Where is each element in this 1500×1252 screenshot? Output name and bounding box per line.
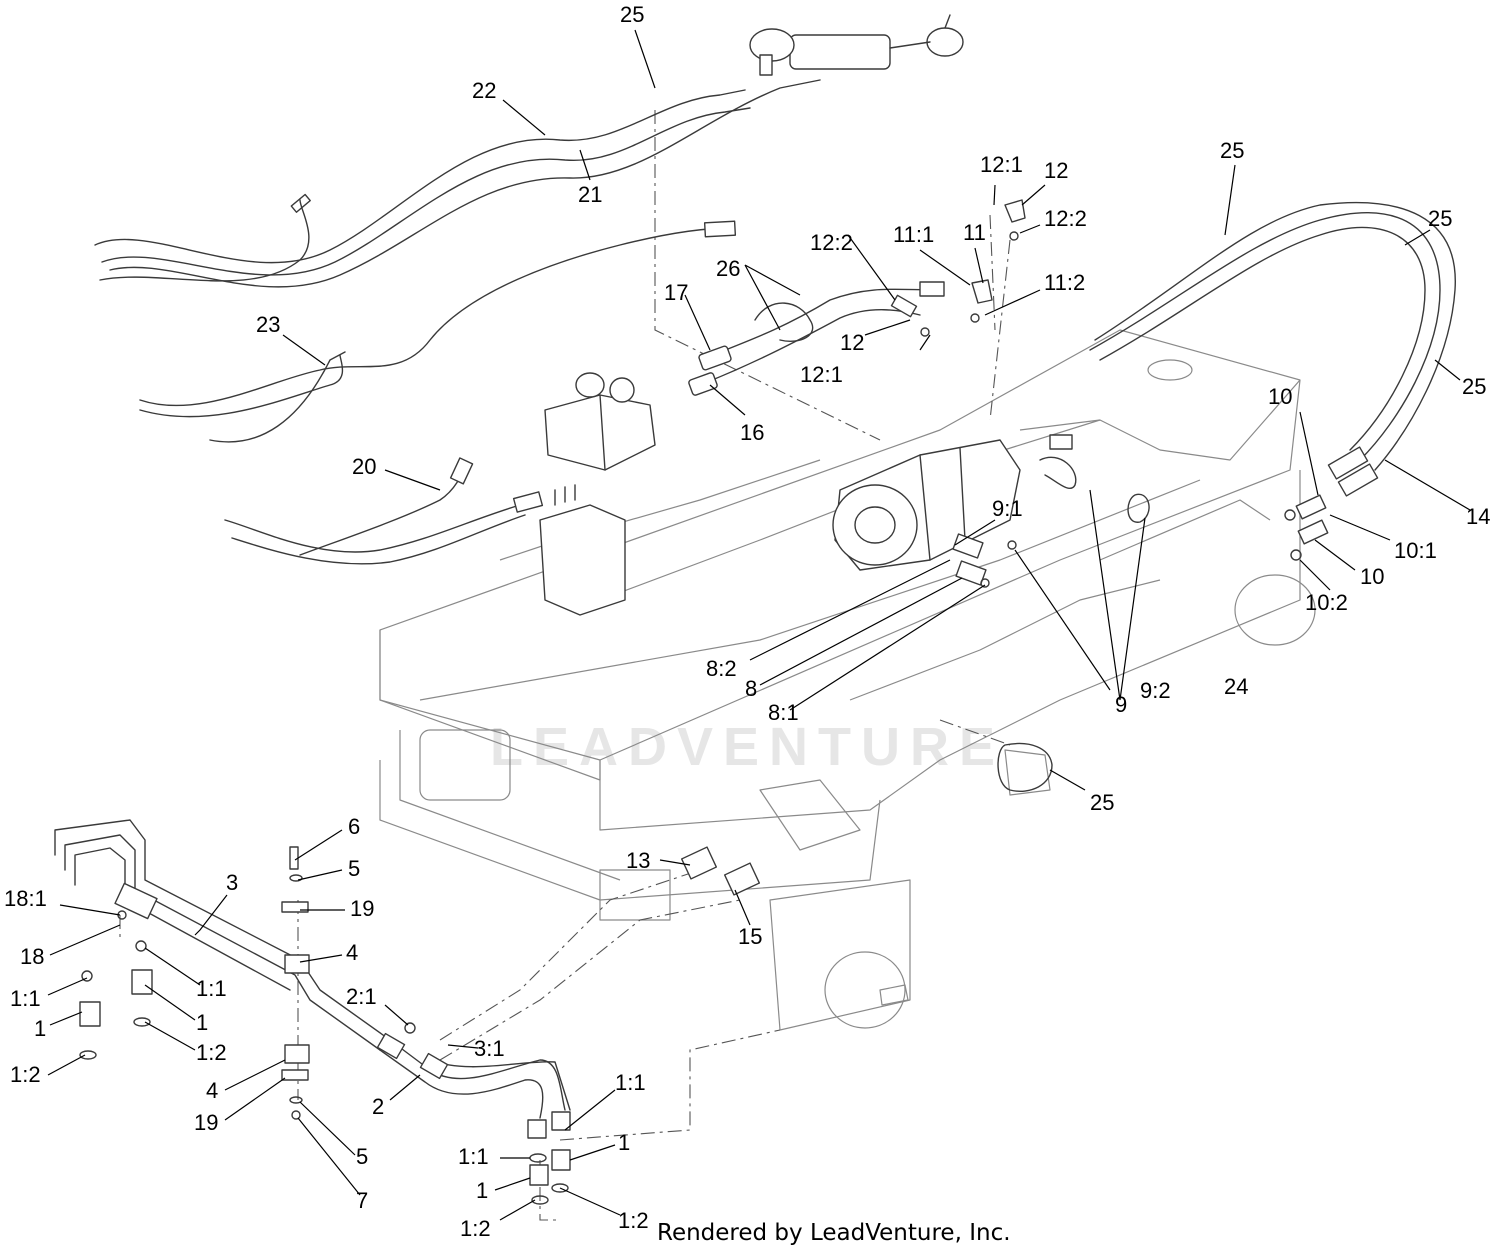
- reference-lines: [119, 110, 1011, 1221]
- fittings-13-15: [680, 846, 761, 896]
- callout-13: 13: [626, 848, 650, 873]
- callout-8: 8: [745, 676, 757, 701]
- callout-12: 12: [1044, 158, 1068, 183]
- callout-25: 25: [620, 2, 644, 27]
- callout-1-2: 1:2: [10, 1062, 41, 1087]
- control-valve: [539, 372, 656, 616]
- callout-4: 4: [206, 1078, 218, 1103]
- callout-1: 1: [196, 1010, 208, 1035]
- callout-23: 23: [256, 312, 280, 337]
- callout-19: 19: [350, 896, 374, 921]
- callout-8-1: 8:1: [768, 700, 799, 725]
- callout-12-2: 12:2: [1044, 206, 1087, 231]
- callout-15: 15: [738, 924, 762, 949]
- hose-23: [139, 220, 737, 443]
- callout-2-1: 2:1: [346, 984, 377, 1009]
- callout-16: 16: [740, 420, 764, 445]
- steering-cylinder: [749, 14, 964, 76]
- rendered-by-footer: Rendered by LeadVenture, Inc.: [657, 1220, 1011, 1246]
- callout-1-1: 1:1: [196, 976, 227, 1001]
- callout-11-2: 11:2: [1044, 270, 1085, 295]
- hose-22: [94, 89, 751, 276]
- callout-labels: 25 22 21 23 20 17 16 26 12:2 12 12:1 11:…: [4, 2, 1490, 1241]
- callout-1-2: 1:2: [196, 1040, 227, 1065]
- callout-3-1: 3:1: [474, 1036, 505, 1061]
- callout-9-2: 9:2: [1140, 678, 1171, 703]
- leader-lines: [47, 29, 1471, 1221]
- callout-26: 26: [716, 256, 740, 281]
- callout-11-1: 11:1: [893, 222, 934, 247]
- hose-20: [224, 457, 544, 565]
- callout-1: 1: [618, 1130, 630, 1155]
- callout-8-2: 8:2: [706, 656, 737, 681]
- callout-1-1: 1:1: [615, 1070, 646, 1095]
- callout-14: 14: [1466, 504, 1490, 529]
- callout-1: 1: [34, 1016, 46, 1041]
- callout-10-2: 10:2: [1305, 590, 1348, 615]
- callout-12-1: 12:1: [980, 152, 1023, 177]
- callout-1-2: 1:2: [460, 1216, 491, 1241]
- callout-24: 24: [1224, 674, 1248, 699]
- callout-20: 20: [352, 454, 376, 479]
- callout-4: 4: [346, 940, 358, 965]
- callout-17: 17: [664, 280, 688, 305]
- callout-9-1: 9:1: [992, 496, 1023, 521]
- callout-10-1: 10:1: [1394, 538, 1437, 563]
- elbow-fittings: [890, 199, 1026, 337]
- callout-18-1: 18:1: [4, 886, 47, 911]
- callout-6: 6: [348, 814, 360, 839]
- chassis-frame: [379, 329, 1316, 1031]
- pump-fittings: [952, 434, 1329, 588]
- callout-10: 10: [1268, 384, 1292, 409]
- callout-25: 25: [1462, 374, 1486, 399]
- callout-12-1: 12:1: [800, 362, 843, 387]
- hose-14: [1089, 201, 1456, 497]
- tube-3: [54, 819, 391, 1051]
- callout-9: 9: [1115, 692, 1127, 717]
- callout-25: 25: [1220, 138, 1244, 163]
- callout-7: 7: [356, 1188, 368, 1213]
- callout-21: 21: [578, 182, 602, 207]
- callout-5: 5: [348, 856, 360, 881]
- callout-18: 18: [20, 944, 44, 969]
- callout-22: 22: [472, 78, 496, 103]
- watermark: LEADVENTURE: [490, 717, 1005, 777]
- callout-25: 25: [1090, 790, 1114, 815]
- callout-1: 1: [476, 1178, 488, 1203]
- callout-1-2: 1:2: [618, 1208, 649, 1233]
- callout-11: 11: [963, 220, 986, 245]
- callout-25: 25: [1428, 206, 1452, 231]
- callout-12: 12: [840, 330, 864, 355]
- hose-21: [99, 79, 821, 288]
- callout-2: 2: [372, 1094, 384, 1119]
- callout-1-1: 1:1: [10, 986, 41, 1011]
- callout-3: 3: [226, 870, 238, 895]
- hydraulic-pump: [832, 439, 1021, 571]
- hose-16-17: [688, 288, 936, 396]
- hose-clamp-25: [997, 742, 1053, 792]
- callout-1-1: 1:1: [458, 1144, 489, 1169]
- callout-12-2: 12:2: [810, 230, 853, 255]
- tube-2: [376, 1032, 571, 1119]
- lower-hardware: [79, 846, 571, 1205]
- callout-10: 10: [1360, 564, 1384, 589]
- callout-19: 19: [194, 1110, 218, 1135]
- callout-5: 5: [356, 1144, 368, 1169]
